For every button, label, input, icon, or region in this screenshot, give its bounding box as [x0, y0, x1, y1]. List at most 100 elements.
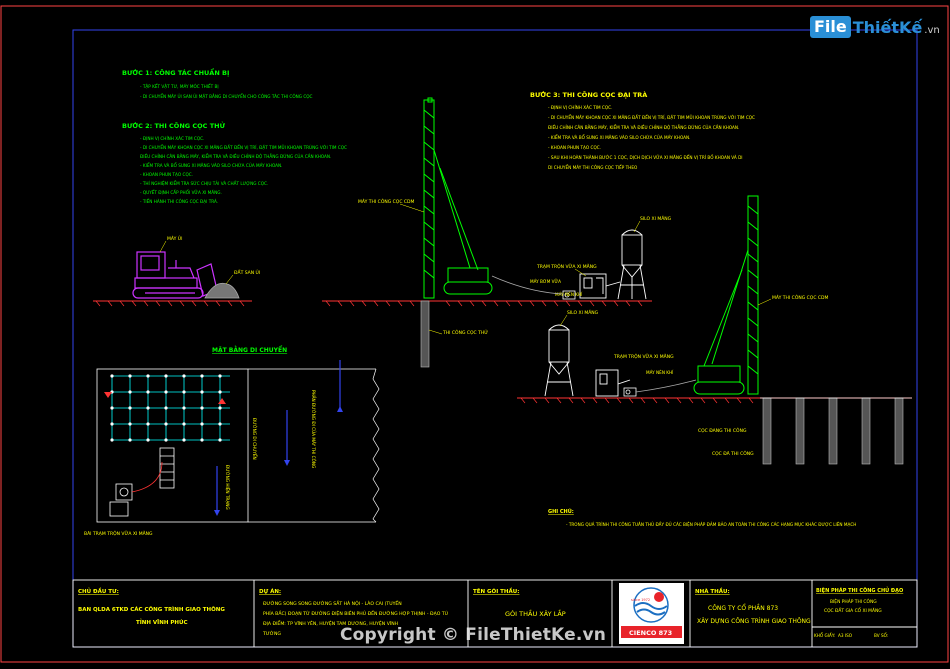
hose-right [635, 379, 697, 393]
step2-line: - QUYẾT ĐỊNH CẤP PHỐI VỮA XI MĂNG. [140, 189, 222, 195]
step2-line: ĐIỀU CHỈNH CÂN BẰNG MÁY, KIỂM TRA VÀ ĐIỀ… [140, 154, 331, 159]
logo-name: CIENCO 873 [629, 629, 672, 637]
silo-left-label: SILO XI MĂNG [640, 215, 672, 222]
investor-name: BAN QLDA 6TKD CÁC CÔNG TRÌNH GIAO THÔNG [78, 605, 225, 613]
mixer-right-icon [595, 369, 631, 397]
logo-prefix: File [810, 16, 851, 38]
soil-leader [225, 274, 234, 285]
package-label: TÊN GÓI THẦU: [473, 586, 519, 595]
step2-line: - DI CHUYỂN MÁY KHOAN CỌC XI MĂNG ĐẤT ĐẾ… [140, 144, 347, 150]
test-pile-leader [428, 329, 443, 335]
rig-right-label: MÁY THI CÔNG CỌC CDM [772, 294, 829, 301]
air-right-icon [623, 387, 637, 397]
step2-line: - TIẾN HÀNH THI CÔNG CỌC ĐẠI TRÀ. [140, 198, 218, 204]
project-line: TƯỜNG [262, 630, 281, 637]
step2-line: - THÍ NGHIỆM KIỂM TRA SỨC CHỊU TẢI VÀ CH… [140, 181, 268, 186]
pile-in-progress-label: CỌC ĐANG THI CÔNG [698, 427, 747, 434]
silo-left-icon [617, 229, 647, 300]
plan-title: MẶT BẰNG DI CHUYỂN [212, 346, 287, 354]
contractor-line-2: XÂY DỰNG CÔNG TRÌNH GIAO THÔNG [697, 618, 811, 625]
outer-border [0, 5, 949, 663]
silo-right-icon [544, 324, 574, 397]
step3-block: BƯỚC 3: THI CÔNG CỌC ĐẠI TRÀ - ĐỊNH VỊ C… [530, 90, 755, 170]
test-pile-shaft [420, 300, 430, 368]
plan-route-arrow [104, 392, 226, 404]
plan-machine-icon [109, 447, 175, 517]
step3-line: - KIỂM TRA VÀ BỔ SUNG XI MĂNG VÀO SILO C… [548, 135, 691, 140]
mixer-left-icon [579, 273, 621, 299]
title-block-frame [72, 579, 918, 648]
pump-left-label: MÁY BƠM VỮA [530, 279, 561, 284]
plan-road-mid-label: PHẦN ĐƯỜNG ĐI CỦA MÁY THI CÔNG [311, 390, 316, 468]
plan-station-label: BÃI TRẠM TRỘN VỮA XI MĂNG [84, 530, 153, 537]
investor-label: CHỦ ĐẦU TƯ: [78, 586, 119, 595]
soil-pile [204, 282, 240, 299]
cienco-logo: since 1972 CIENCO 873 [619, 583, 684, 644]
filethietke-logo[interactable]: File ThiếtKế .vn [810, 14, 940, 40]
logo-since: since 1972 [631, 598, 650, 602]
step3-title: BƯỚC 3: THI CÔNG CỌC ĐẠI TRÀ [530, 90, 647, 99]
step3-line: - DI CHUYỂN MÁY KHOAN CỌC XI MĂNG ĐẤT ĐẾ… [548, 114, 755, 120]
plan-hose [131, 461, 163, 493]
notes-title: GHI CHÚ: [548, 508, 574, 515]
plan-road-left-label: ĐƯỜNG DI CHUYỂN [252, 418, 257, 460]
step3-line: DI CHUYỂN MÁY THI CÔNG CỌC TIẾP THEO [548, 164, 638, 170]
completed-pile-label: CỌC ĐÃ THI CÔNG [712, 450, 754, 457]
drawing-line-2: CỌC ĐẤT GIA CỐ XI MĂNG [824, 606, 882, 614]
step3-line: - SAU KHI HOÀN THÀNH BƯỚC 1 CỌC, DỊCH DỊ… [548, 154, 743, 160]
silo-left-leader [633, 220, 641, 233]
drawing-line-1: BIỆN PHÁP THI CÔNG [830, 597, 877, 605]
bulldozer-scene: MÁY ỦI ĐẤT SAN ỦI [93, 234, 260, 307]
title-block: CHỦ ĐẦU TƯ: BAN QLDA 6TKD CÁC CÔNG TRÌNH… [72, 579, 918, 648]
step1-line: - DI CHUYỂN MÁY ỦI SAN ỦI MẶT BẰNG DI CH… [140, 94, 313, 99]
plan-road-zigzag [372, 368, 380, 523]
logo-word: ThiếtKế [852, 17, 923, 37]
project-line: ĐƯỜNG SONG SONG ĐƯỜNG SẮT HÀ NỘI - LÀO C… [263, 599, 402, 607]
project-line: PHÍA BẮC) ĐOẠN TỪ ĐƯỜNG ĐIỆN BIÊN PHỦ ĐẾ… [263, 609, 448, 617]
silo-right-label: SILO XI MĂNG [567, 309, 599, 316]
step2-title: BƯỚC 2: THI CÔNG CỌC THỬ [122, 120, 226, 130]
pump-left-icon [562, 290, 576, 300]
mixer-left-label: TRẠM TRỘN VỮA XI MĂNG [536, 263, 597, 270]
package-name: GÓI THẦU XÂY LẮP [505, 608, 566, 618]
title-block-dividers [253, 580, 917, 647]
rig-right-leader [757, 298, 772, 306]
investor-name-2: TỈNH VĨNH PHÚC [136, 618, 187, 626]
plan-direction-arrows [214, 360, 343, 516]
project-label: DỰ ÁN: [259, 588, 281, 595]
copyright-watermark: Copyright © FileThietKe.vn [340, 625, 607, 645]
notes-text: - TRONG QUÁ TRÌNH THI CÔNG TUÂN THỦ ĐẦY … [566, 522, 856, 527]
pile-in-progress-shaft [762, 397, 772, 465]
mass-pile-scene: MÁY THI CÔNG CỌC CDM CỌC ĐANG THI CÔNG C… [517, 195, 912, 465]
project-line: ĐỊA ĐIỂM: TP VĨNH YÊN, HUYỆN TAM DƯƠNG, … [263, 619, 398, 627]
plan-road-right-label: ĐƯỜNG HIỆN TRẠNG [225, 465, 230, 510]
bulldozer-icon [132, 251, 218, 299]
step1-block: BƯỚC 1: CÔNG TÁC CHUẨN BỊ - TẬP KẾT VẬT … [122, 67, 313, 99]
ground-hatch [325, 300, 643, 307]
mixer-left-leader [574, 268, 587, 277]
plan-outline [96, 368, 249, 523]
notes-block: GHI CHÚ: - TRONG QUÁ TRÌNH THI CÔNG TUÂN… [548, 508, 856, 527]
completed-piles [795, 397, 904, 465]
soil-label: ĐẤT SAN ỦI [234, 268, 260, 276]
step3-line: - KHOAN PHUN TẠO CỌC. [548, 145, 601, 150]
hose-left [491, 275, 563, 295]
bulldozer-leader [159, 240, 167, 253]
step1-line: - TẬP KẾT VẬT TƯ, MÁY MÓC THIẾT BỊ [140, 83, 219, 89]
step3-line: ĐIỀU CHỈNH CÂN BẰNG MÁY, KIỂM TRA VÀ ĐIỀ… [548, 125, 739, 130]
plan-view: MẶT BẰNG DI CHUYỂN [84, 346, 380, 537]
cdm-rig-left-icon [423, 97, 493, 299]
test-pile-label: THI CÔNG CỌC THỬ [442, 328, 488, 336]
step2-line: - KIỂM TRA VÀ BỔ SUNG XI MĂNG VÀO SILO C… [140, 163, 283, 168]
bulldozer-label: MÁY ỦI [167, 234, 182, 242]
cdm-rig-right-icon [693, 195, 759, 395]
logo-suffix: .vn [924, 24, 940, 36]
rig-left-label: MÁY THI CÔNG CỌC CDM [358, 198, 415, 205]
step3-line: - ĐỊNH VỊ CHÍNH XÁC TIM CỌC. [548, 105, 612, 110]
silo-right-leader [559, 314, 568, 327]
sheet-label: BV SỐ: [874, 633, 888, 638]
air-right-label: MÁY NÉN KHÍ [646, 370, 674, 375]
air-left-label: MÁY NÉN KHÍ [555, 292, 583, 297]
ground-hatch [95, 300, 245, 307]
